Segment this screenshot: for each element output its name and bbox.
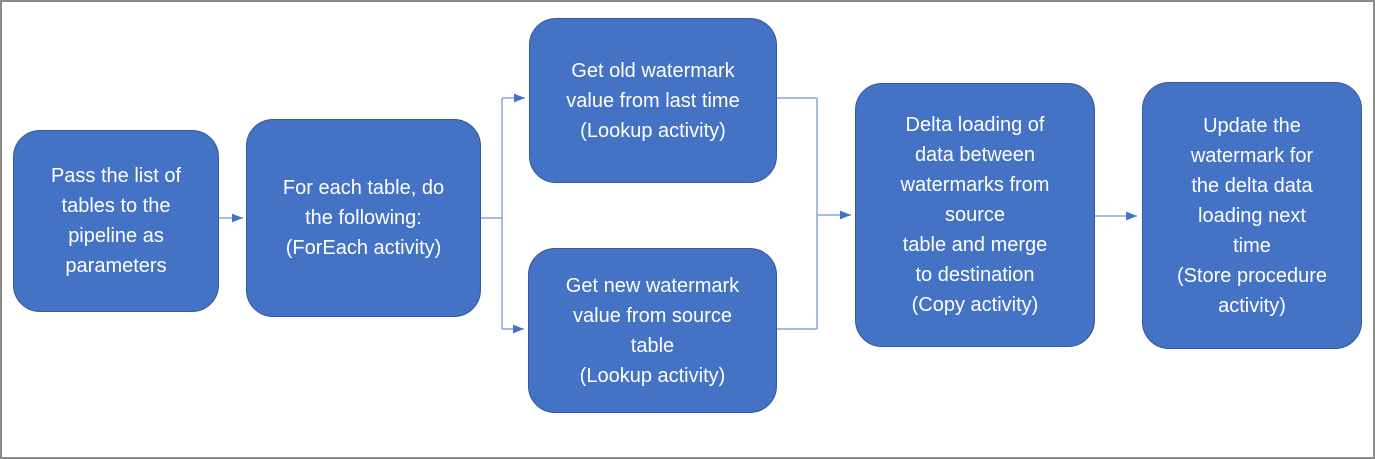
node-new-watermark: Get new watermark value from source tabl…	[528, 248, 777, 413]
node-old-watermark: Get old watermark value from last time (…	[529, 18, 777, 183]
node-update-watermark-label: Update the watermark for the delta data …	[1176, 114, 1328, 317]
node-delta-loading-label: Delta loading of data between watermarks…	[900, 114, 1050, 316]
node-foreach-label: For each table, do the following: (ForEa…	[282, 177, 445, 259]
node-new-watermark-label: Get new watermark value from source tabl…	[565, 274, 740, 387]
node-pass-tables-label: Pass the list of tables to the pipeline …	[50, 165, 182, 277]
node-foreach: For each table, do the following: (ForEa…	[246, 119, 481, 317]
node-delta-loading: Delta loading of data between watermarks…	[855, 83, 1095, 347]
node-old-watermark-label: Get old watermark value from last time (…	[566, 59, 740, 142]
node-update-watermark: Update the watermark for the delta data …	[1142, 82, 1362, 349]
node-pass-tables: Pass the list of tables to the pipeline …	[13, 130, 219, 312]
